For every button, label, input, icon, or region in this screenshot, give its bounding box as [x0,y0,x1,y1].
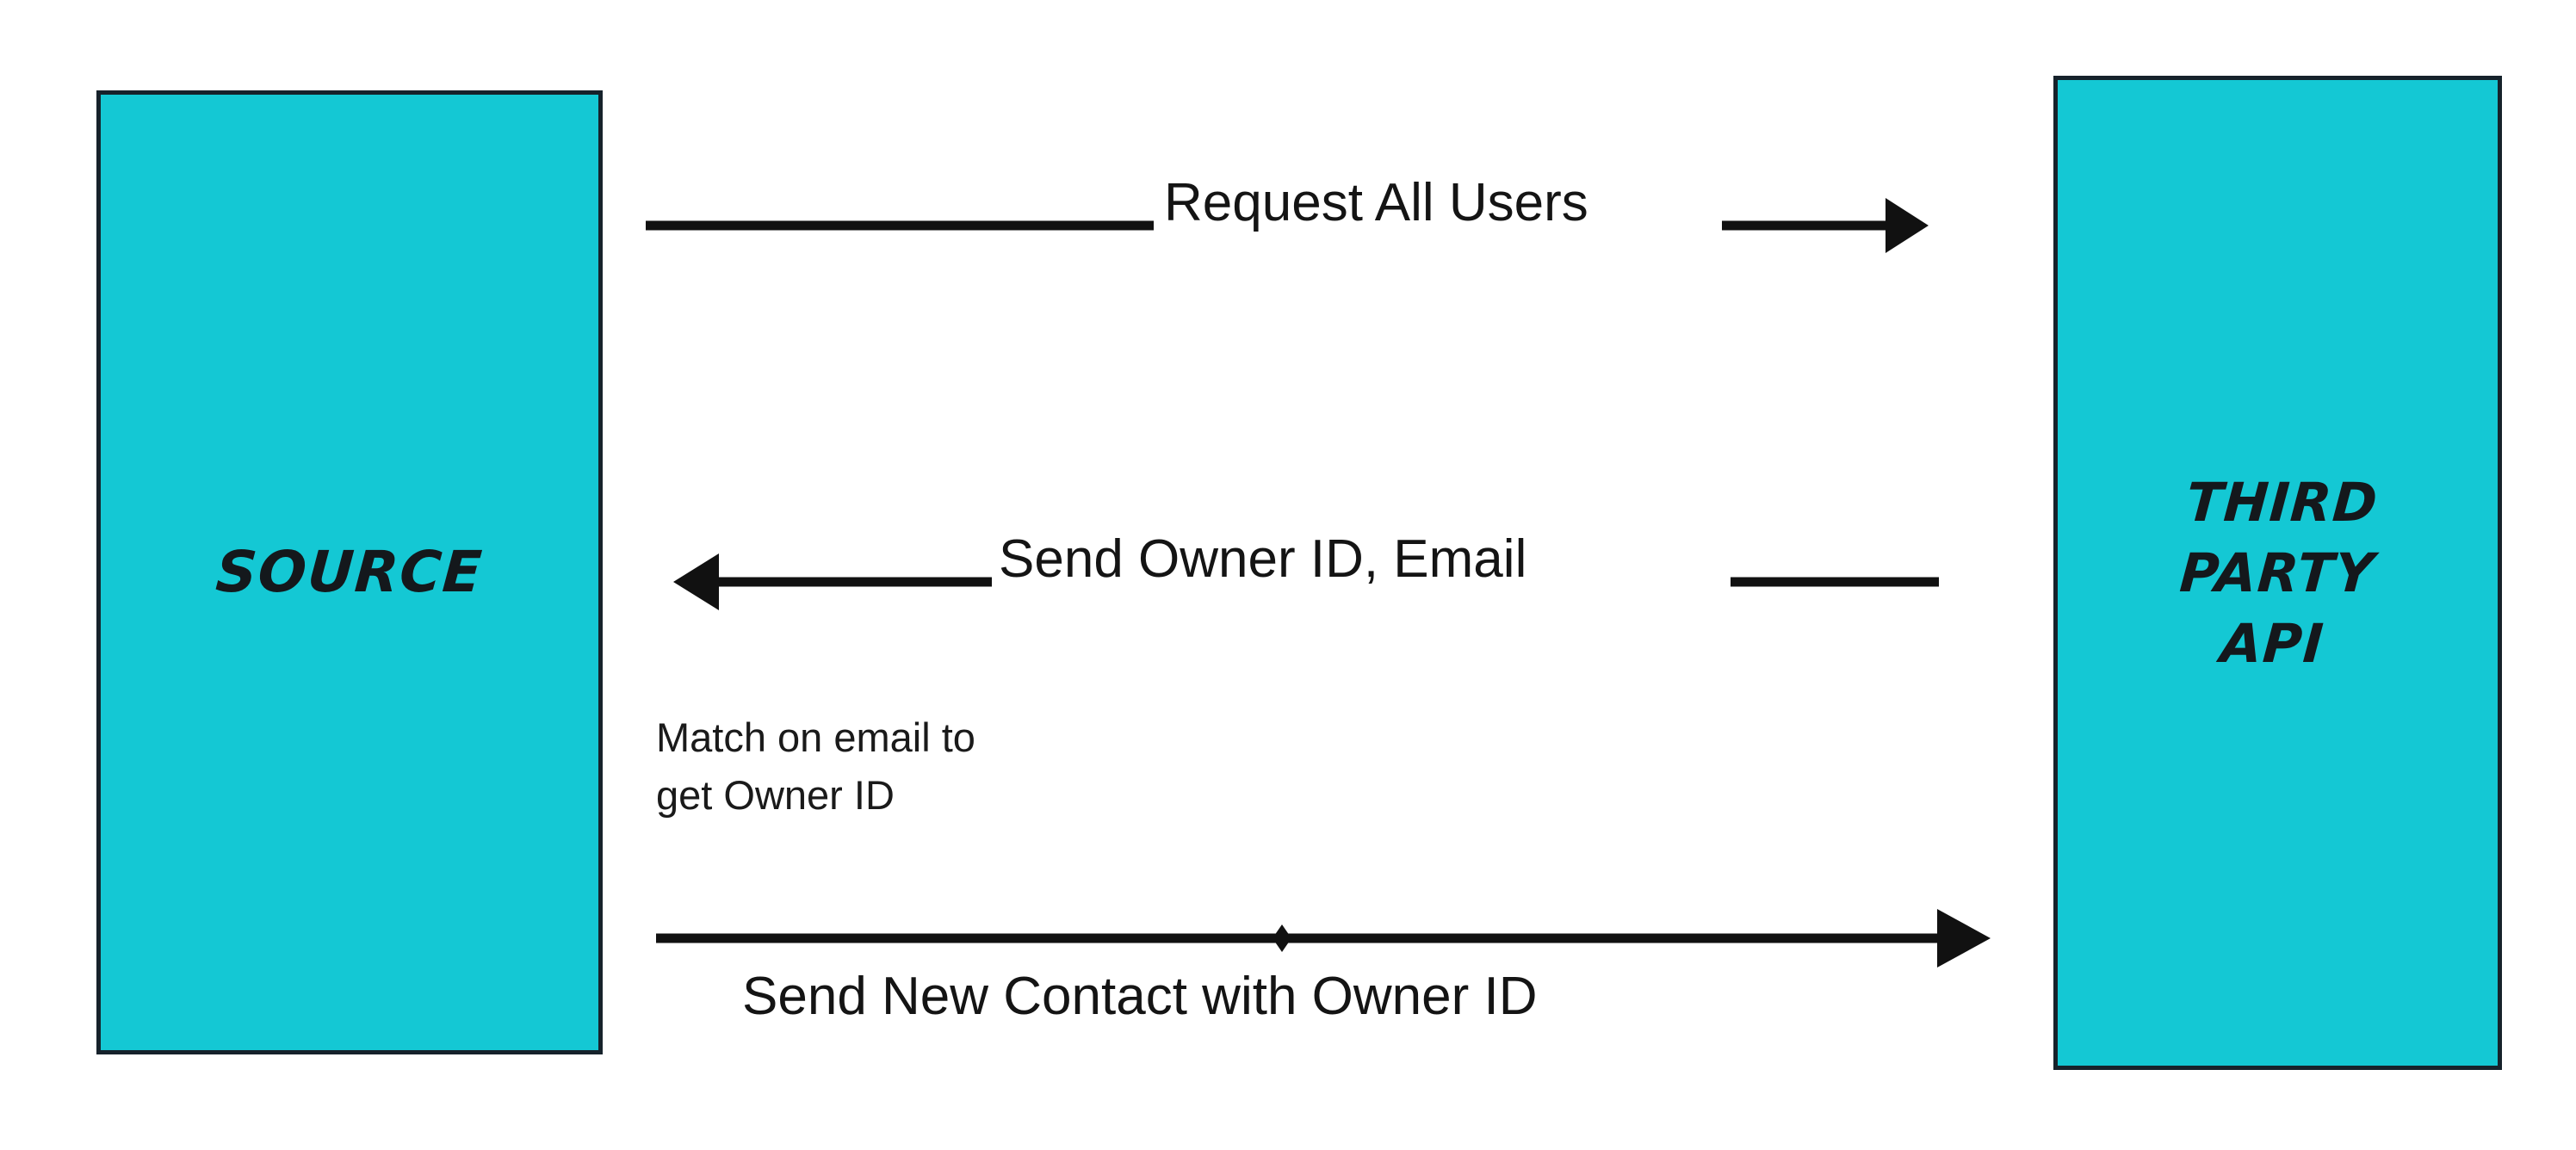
edge-label-send-owner-id-email: Send Owner ID, Email [999,529,1527,589]
arrowhead-right-icon [1937,909,1991,968]
midpoint-diamond-marker-icon [1273,924,1291,952]
edge-send-owner-id-email[interactable] [673,553,1939,610]
arrowhead-left-icon [673,553,719,610]
edge-label-request-all-users: Request All Users [1164,173,1588,232]
edge-send-new-contact[interactable] [656,909,1991,968]
edge-request-all-users[interactable] [646,198,1929,253]
node-source[interactable]: SOURCE [96,90,603,1054]
node-third-party-api[interactable]: THIRD PARTY API [2053,76,2502,1070]
edge-label-send-new-contact: Send New Contact with Owner ID [742,967,1538,1026]
note-match-on-email: Match on email to get Owner ID [656,714,975,818]
arrowhead-right-icon [1886,198,1929,253]
